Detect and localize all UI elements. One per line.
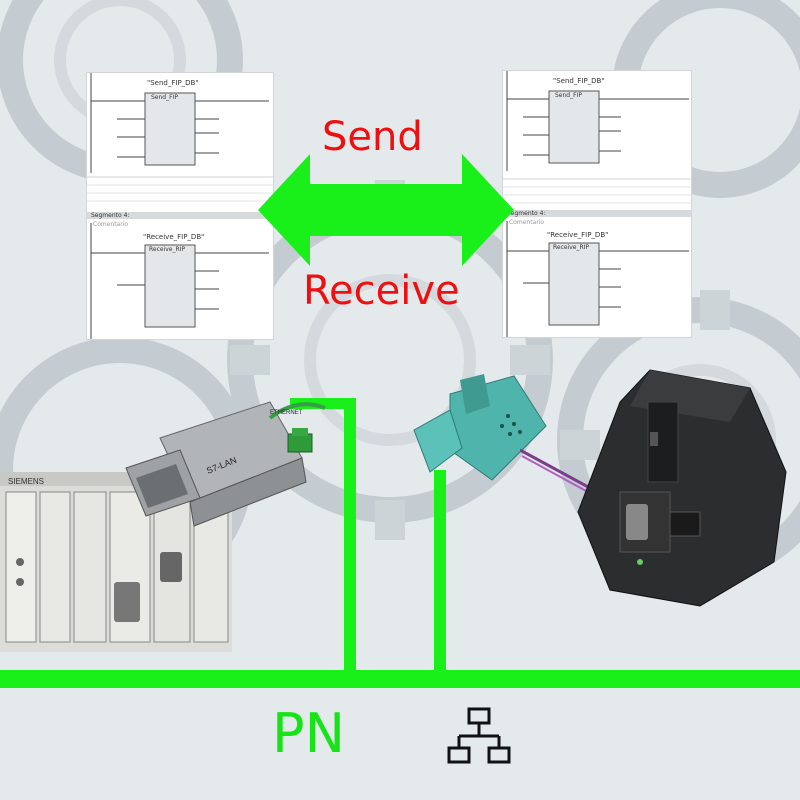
network-topology-icon bbox=[447, 707, 511, 764]
segment-comment: Comentario bbox=[93, 221, 129, 228]
drop-line-left-horizontal bbox=[290, 398, 356, 409]
send-label: Send bbox=[322, 114, 423, 160]
ladder-panel-left: "Send_FIP_DB" Send_FIP Segmento 4: Comen… bbox=[86, 72, 274, 340]
receive-block-title: "Receive_FIP_DB" bbox=[547, 231, 609, 239]
send-block-title: "Send_FIP_DB" bbox=[147, 79, 199, 87]
teal-adapter-image bbox=[413, 374, 547, 481]
s7-lan-adapter-image: S7-LAN ETHERNET bbox=[125, 401, 326, 527]
send-block-title: "Send_FIP_DB" bbox=[553, 77, 605, 85]
receive-block-title: "Receive_FIP_DB" bbox=[143, 233, 205, 241]
network-label: PN bbox=[272, 702, 345, 765]
segment-comment: Comentario bbox=[509, 219, 545, 226]
segment-header: Segmento 4: bbox=[87, 212, 273, 219]
drop-line-left-vertical bbox=[344, 398, 356, 680]
segment-label: Segmento 4: bbox=[507, 210, 546, 217]
receive-block-name: Receive_RIP bbox=[149, 246, 186, 253]
segment-header: Segmento 4: bbox=[503, 210, 691, 217]
ladder-panel-right: "Send_FIP_DB" Send_FIP Segmento 4: Comen… bbox=[502, 70, 692, 338]
segment-label: Segmento 4: bbox=[91, 212, 130, 219]
plc-right-image bbox=[577, 369, 787, 607]
pn-bus-line bbox=[0, 670, 800, 688]
cable-label: ETHERNET bbox=[270, 410, 303, 416]
send-block-name: Send_FIP bbox=[555, 92, 582, 99]
ladder-diagram-right bbox=[503, 71, 691, 337]
double-arrow-icon bbox=[258, 154, 514, 266]
receive-block-name: Receive_RIP bbox=[553, 244, 590, 251]
drop-line-right-vertical bbox=[434, 470, 446, 680]
plc-left-brand: SIEMENS bbox=[8, 477, 44, 486]
send-block-name: Send_FIP bbox=[151, 94, 178, 101]
ladder-diagram-left bbox=[87, 73, 273, 339]
receive-label: Receive bbox=[303, 268, 460, 314]
